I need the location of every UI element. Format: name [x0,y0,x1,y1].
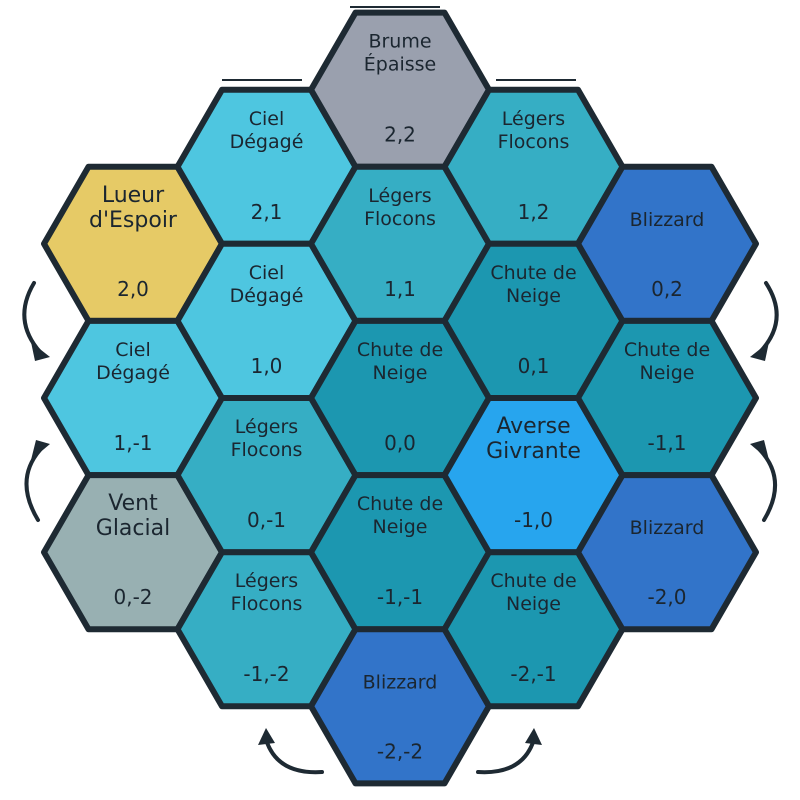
cell-name-line: Dégagé [230,285,304,307]
cell-coordinate: -2,-1 [510,662,556,686]
cell-name-line: Chute de [490,262,576,284]
cell-coordinate: 0,2 [651,277,683,301]
cell-name-line: Chute de [624,339,710,361]
cell-coordinate: 2,1 [251,200,283,224]
hex-cell[interactable]: Blizzard -2,-2 [308,626,492,787]
cell-name-line: Blizzard [630,209,705,231]
cell-name-line: Légers [235,416,298,438]
cell-name-line: Vent [108,491,158,516]
cell-name-line: Flocons [498,131,570,153]
cell-coordinate: 2,2 [384,123,416,147]
cell-coordinate: -2,0 [647,585,686,609]
cell-name-line: Glacial [96,516,170,541]
hex-tile-shape [575,472,759,633]
rotate-arrow-bottom-left[interactable] [258,728,324,775]
decorative-lines [222,6,576,81]
cell-coordinate: 1,1 [384,277,416,301]
cell-coordinate: 0,-2 [113,585,152,609]
cell-name-line: Dégagé [96,362,170,384]
hex-cells: Lueurd'Espoir2,0CielDégagé1,-1CielDégagé… [41,9,759,787]
rotate-arrow-bottom-right[interactable] [476,728,542,775]
cell-name-line: Flocons [231,593,303,615]
cell-coordinate: -1,1 [647,431,686,455]
cell-name-line: Ciel [115,339,151,361]
cell-name-line: Neige [373,516,428,538]
cell-name-line: Chute de [357,493,443,515]
rotate-arrow-left-upper[interactable] [22,281,50,361]
cell-name-line: Chute de [357,339,443,361]
rotate-arrow-left-lower[interactable] [24,440,50,522]
cell-name-line: Neige [373,362,428,384]
cell-coordinate: 2,0 [117,277,149,301]
rotate-arrow-right-lower[interactable] [750,440,777,522]
cell-coordinate: 0,1 [518,354,550,378]
cell-name-line: Neige [640,362,695,384]
cell-name-line: d'Espoir [89,208,178,233]
cell-name-line: Légers [235,570,298,592]
cell-name-line: Blizzard [630,517,705,539]
cell-coordinate: -1,-1 [377,585,423,609]
cell-name-line: Brume [368,31,431,53]
hex-cell[interactable]: Blizzard -2,0 [575,472,759,633]
cell-name-line: Flocons [231,439,303,461]
rotate-arrow-right-upper[interactable] [750,281,779,361]
cell-name-line: Givrante [486,439,581,464]
cell-coordinate: 1,0 [251,354,283,378]
cell-name-line: Lueur [102,183,165,208]
cell-name-line: Blizzard [363,671,438,693]
cell-name-line: Épaisse [364,53,436,76]
cell-name-line: Averse [496,414,570,439]
cell-coordinate: 0,0 [384,431,416,455]
cell-name-line: Neige [506,593,561,615]
cell-coordinate: -1,0 [514,508,553,532]
cell-name-line: Ciel [249,262,285,284]
cell-name-line: Neige [506,285,561,307]
cell-coordinate: 1,2 [518,200,550,224]
cell-name-line: Ciel [249,108,285,130]
cell-name-line: Dégagé [230,131,304,153]
cell-name-line: Légers [368,185,431,207]
cell-name-line: Flocons [364,208,436,230]
cell-coordinate: 1,-1 [113,431,152,455]
cell-coordinate: -2,-2 [377,739,423,763]
cell-name-line: Légers [502,108,565,130]
cell-name-line: Chute de [490,570,576,592]
rotation-arrows [22,281,779,775]
cell-coordinate: 0,-1 [247,508,286,532]
cell-coordinate: -1,-2 [243,662,289,686]
